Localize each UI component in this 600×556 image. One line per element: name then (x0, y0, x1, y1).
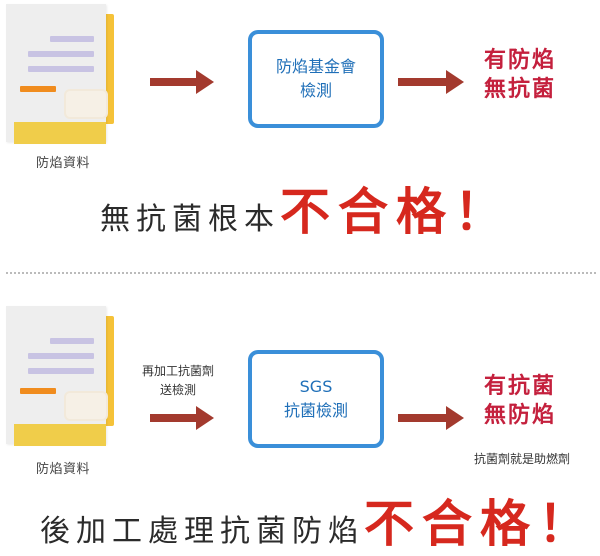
bottom-step-note: 再加工抗菌劑 送檢測 (130, 362, 226, 400)
document-highlight-line (20, 388, 56, 394)
document-image-placeholder (64, 391, 108, 421)
top-box-line1: 防焰基金會 (275, 57, 356, 76)
bottom-doc-label: 防焰資料 (36, 462, 91, 477)
document-icon (6, 306, 116, 456)
top-result-line1: 有防焰 (484, 48, 557, 73)
document-highlight-line (20, 86, 56, 92)
top-headline-fail: 不合格！ (280, 183, 512, 241)
bottom-headline-fail: 不合格！ (364, 495, 596, 553)
bottom-headline: 後加工處理抗菌防焰不合格！ (40, 484, 596, 556)
bottom-result: 有抗菌 無防焰 (484, 372, 556, 430)
document-base (14, 122, 106, 144)
arrow-icon (398, 406, 464, 430)
top-headline: 無抗菌根本不合格！ (100, 172, 512, 244)
top-test-box: 防焰基金會 檢測 (248, 30, 384, 128)
bottom-step-line2: 送檢測 (159, 383, 196, 397)
document-line (28, 353, 94, 359)
document-page (6, 306, 106, 444)
bottom-test-box: SGS 抗菌檢測 (248, 350, 384, 448)
top-headline-main: 無抗菌根本 (100, 202, 280, 237)
bottom-result-line2: 無防焰 (484, 403, 557, 428)
document-page (6, 4, 106, 142)
bottom-result-line1: 有抗菌 (484, 374, 557, 399)
bottom-box-line2: 抗菌檢測 (283, 401, 348, 420)
bottom-step-line1: 再加工抗菌劑 (141, 364, 214, 378)
diagram-canvas: 防焰資料 防焰基金會 檢測 有防焰 無抗菌 無抗菌根本不合格！ 防焰資料 再加工… (6, 4, 596, 553)
bottom-headline-main: 後加工處理抗菌防焰 (40, 514, 364, 549)
document-line (28, 66, 94, 72)
document-line (50, 338, 94, 344)
bottom-result-note: 抗菌劑就是助燃劑 (474, 452, 571, 466)
bottom-box-line1: SGS (299, 377, 333, 396)
top-doc-label: 防焰資料 (36, 156, 91, 171)
arrow-icon (150, 70, 214, 94)
document-line (28, 51, 94, 57)
document-line (50, 36, 94, 42)
document-icon (6, 4, 116, 154)
arrow-icon (398, 70, 464, 94)
top-box-line2: 檢測 (299, 81, 332, 100)
arrow-icon (150, 406, 214, 430)
top-result-line2: 無抗菌 (484, 77, 557, 102)
top-result: 有防焰 無抗菌 (484, 46, 556, 104)
document-line (28, 368, 94, 374)
section-divider (6, 272, 596, 274)
document-image-placeholder (64, 89, 108, 119)
document-base (14, 424, 106, 446)
